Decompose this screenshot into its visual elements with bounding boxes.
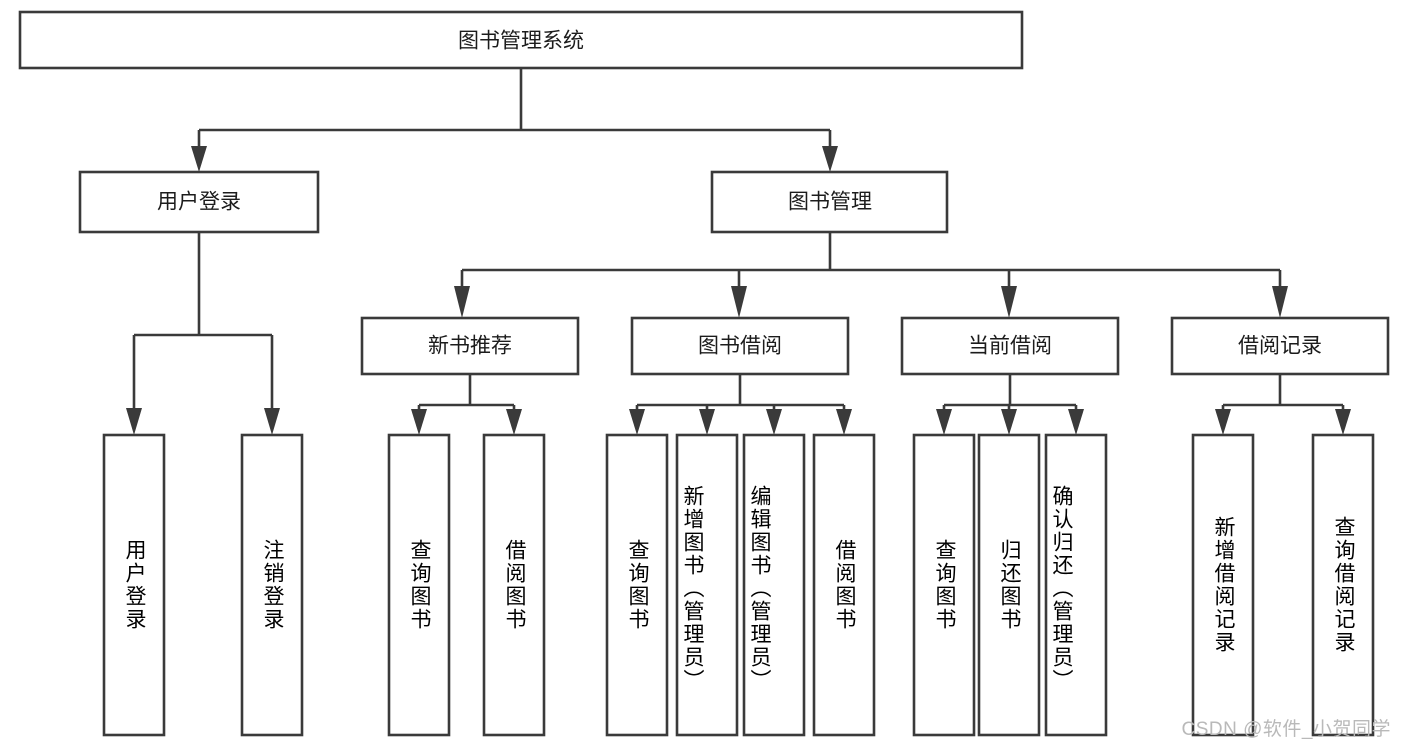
arrow-head-nb-leaf-1: [411, 409, 427, 435]
node-borrow-records[interactable]: 借阅记录: [1170, 316, 1390, 376]
leaf-user-login-label: 用户登录: [123, 539, 146, 631]
node-book-borrow-label: 图书借阅: [698, 335, 782, 358]
leaf-cb-query-book[interactable]: 查询图书: [912, 433, 976, 737]
node-new-book-recommend-label: 新书推荐: [428, 335, 512, 358]
leaf-cb-return-book[interactable]: 归还图书: [977, 433, 1041, 737]
leaf-bb-add-book-label: 新增图书（管理员）: [681, 484, 704, 692]
arrow-head-nb-leaf-2: [506, 409, 522, 435]
leaf-user-login[interactable]: 用户登录: [102, 433, 166, 737]
arrow-head-leaf-logout: [264, 408, 280, 435]
leaf-br-add-record-label: 新增借阅记录: [1212, 516, 1235, 654]
arrow-head-user-login: [191, 146, 207, 172]
leaf-bb-borrow-book-label: 借阅图书: [833, 539, 856, 631]
leaf-bb-add-book[interactable]: 新增图书（管理员）: [675, 433, 739, 737]
arrow-head-bb-leaf-4: [836, 409, 852, 435]
leaf-nb-query-book-label: 查询图书: [408, 539, 431, 631]
arrow-head-br-leaf-1: [1215, 409, 1231, 435]
node-root-label: 图书管理系统: [458, 30, 584, 53]
leaf-br-query-record[interactable]: 查询借阅记录: [1311, 433, 1375, 737]
leaf-bb-query-book[interactable]: 查询图书: [605, 433, 669, 737]
arrow-head-new-book: [454, 286, 470, 318]
leaf-nb-query-book[interactable]: 查询图书: [387, 433, 451, 737]
node-book-borrow[interactable]: 图书借阅: [630, 316, 850, 376]
leaf-logout[interactable]: 注销登录: [240, 433, 304, 737]
arrow-head-borrow-records: [1272, 286, 1288, 318]
leaf-cb-confirm-return[interactable]: 确认归还（管理员）: [1044, 433, 1108, 737]
leaf-bb-edit-book[interactable]: 编辑图书（管理员）: [742, 433, 806, 737]
node-root-book-system[interactable]: 图书管理系统: [18, 10, 1024, 70]
arrow-head-br-leaf-2: [1335, 409, 1351, 435]
arrow-head-book-manage: [822, 146, 838, 172]
leaf-bb-borrow-book[interactable]: 借阅图书: [812, 433, 876, 737]
arrow-head-bb-leaf-3: [766, 409, 782, 435]
leaf-cb-return-book-label: 归还图书: [998, 539, 1021, 631]
arrow-head-cb-leaf-2: [1001, 409, 1017, 435]
leaf-br-query-record-label: 查询借阅记录: [1332, 516, 1355, 654]
node-current-borrow[interactable]: 当前借阅: [900, 316, 1120, 376]
node-user-login-label: 用户登录: [157, 191, 241, 214]
connector-layer: [126, 68, 1351, 435]
arrow-head-cb-leaf-3: [1068, 409, 1084, 435]
leaf-nb-borrow-book-label: 借阅图书: [503, 539, 526, 631]
arrow-head-current-borrow: [1001, 286, 1017, 318]
arrow-head-bb-leaf-1: [629, 409, 645, 435]
leaf-cb-query-book-label: 查询图书: [933, 539, 956, 631]
arrow-head-cb-leaf-1: [936, 409, 952, 435]
leaf-cb-confirm-return-label: 确认归还（管理员）: [1050, 484, 1073, 692]
arrow-head-leaf-user-login: [126, 408, 142, 435]
node-user-login[interactable]: 用户登录: [78, 170, 320, 234]
leaf-bb-edit-book-label: 编辑图书（管理员）: [748, 484, 771, 692]
node-current-borrow-label: 当前借阅: [968, 335, 1052, 358]
node-book-manage[interactable]: 图书管理: [710, 170, 949, 234]
leaf-nb-borrow-book[interactable]: 借阅图书: [482, 433, 546, 737]
node-borrow-records-label: 借阅记录: [1238, 335, 1322, 358]
node-new-book-recommend[interactable]: 新书推荐: [360, 316, 580, 376]
node-book-manage-label: 图书管理: [788, 191, 872, 214]
arrow-head-book-borrow: [731, 286, 747, 318]
leaf-bb-query-book-label: 查询图书: [626, 539, 649, 631]
arrow-head-bb-leaf-2: [699, 409, 715, 435]
leaf-logout-label: 注销登录: [261, 539, 284, 631]
leaf-br-add-record[interactable]: 新增借阅记录: [1191, 433, 1255, 737]
